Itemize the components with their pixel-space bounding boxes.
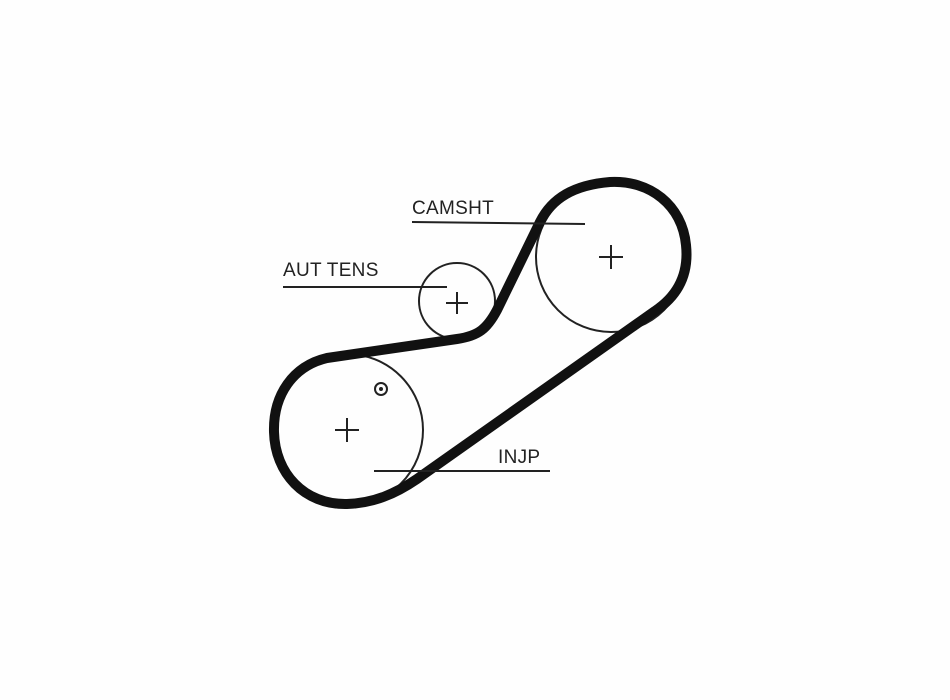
camshaft-label: CAMSHT <box>412 198 495 219</box>
timing-mark-dot <box>379 387 383 391</box>
injection-pump-label: INJP <box>498 447 541 468</box>
tensioner-label: AUT TENS <box>283 260 379 281</box>
camshaft-leader-line <box>411 221 586 225</box>
timing-belt <box>268 176 692 510</box>
timing-mark-icon <box>374 382 388 396</box>
